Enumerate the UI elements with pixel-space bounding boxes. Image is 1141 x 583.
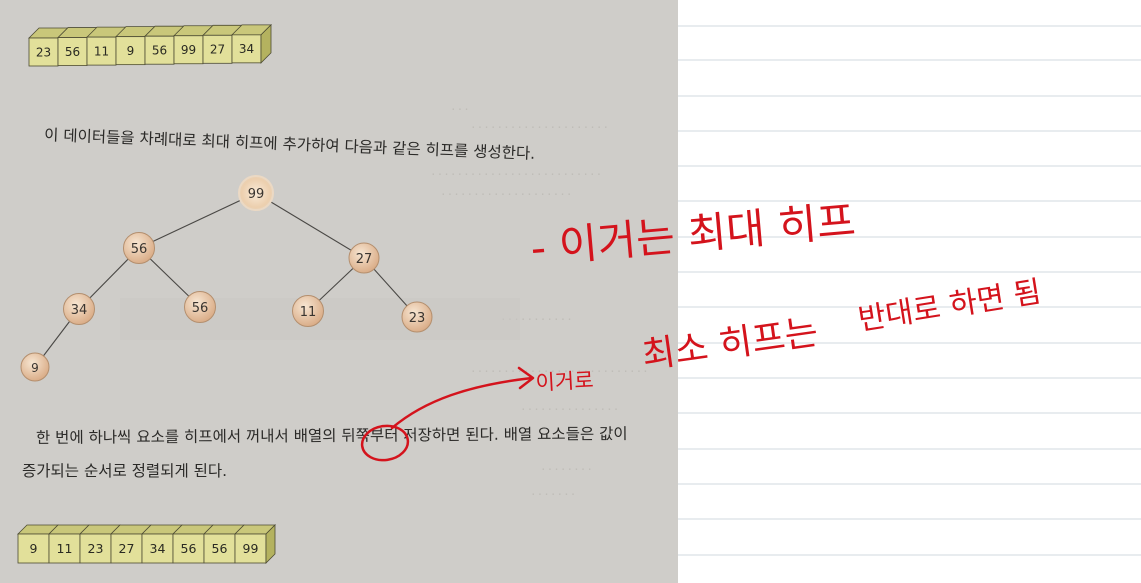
heap-node-l: 56 xyxy=(123,232,155,264)
svg-text:....................: .................... xyxy=(440,185,572,198)
heap-node-ll: 34 xyxy=(63,293,95,325)
paragraph-2-line-1: 한 번에 하나씩 요소를 히프에서 꺼내서 배열의 뒤쪽부터 저장하면 된다. … xyxy=(36,425,628,447)
heap-node-lr: 56 xyxy=(184,291,216,323)
bottom-array: 9 11 23 27 34 56 56 99 xyxy=(17,524,276,564)
top-array-cell: 56 xyxy=(144,25,185,65)
top-array: 23 56 11 9 56 99 27 34 xyxy=(28,23,272,67)
top-array-value: 56 xyxy=(65,45,80,59)
bottom-array-value: 34 xyxy=(150,541,166,556)
heap-node-lll-label: 9 xyxy=(31,361,39,375)
top-array-value: 56 xyxy=(152,44,167,58)
svg-text:.....................: ..................... xyxy=(470,118,609,131)
top-array-cell: 9 xyxy=(115,26,156,66)
book-photo: ... ..................... ..............… xyxy=(0,0,678,583)
box-front-face xyxy=(115,36,146,66)
bottom-array-cell: 56 xyxy=(172,524,214,564)
heap-node-rr: 23 xyxy=(401,301,433,333)
heap-node-rl-label: 11 xyxy=(300,305,317,320)
heap-node-root-label: 99 xyxy=(248,187,265,202)
box-front-face xyxy=(172,533,205,564)
circle-mark xyxy=(360,424,410,462)
svg-text:..........................: .......................... xyxy=(430,165,602,178)
top-array-value: 34 xyxy=(239,42,254,56)
heap-node-rl: 11 xyxy=(292,295,324,327)
top-array-value: 23 xyxy=(36,45,51,59)
arrow-line xyxy=(390,376,534,430)
top-array-cell: 11 xyxy=(86,26,127,66)
box-front-face xyxy=(48,533,81,564)
bottom-array-cell: 9 xyxy=(17,524,59,564)
top-array-cell: 27 xyxy=(202,24,243,64)
box-front-face xyxy=(141,533,174,564)
bottom-array-cell: 99 xyxy=(234,524,276,564)
box-side-face xyxy=(265,524,276,564)
box-front-face xyxy=(231,34,262,64)
top-array-value: 11 xyxy=(94,44,109,58)
box-front-face xyxy=(202,34,233,64)
notebook-page xyxy=(676,0,1141,583)
heap-node-root: 99 xyxy=(238,175,274,211)
bottom-array-value: 27 xyxy=(119,541,135,556)
box-front-face xyxy=(57,37,88,66)
bottom-array-value: 56 xyxy=(181,541,197,556)
heap-node-lll: 9 xyxy=(20,352,50,382)
svg-text:...: ... xyxy=(450,100,470,113)
box-side-face xyxy=(260,23,272,64)
heap-tree: 99 56 27 34 56 11 23 9 xyxy=(20,175,433,382)
top-array-value: 9 xyxy=(127,44,135,58)
box-front-face xyxy=(79,533,112,564)
arrow-head xyxy=(517,366,535,390)
heap-node-r-label: 27 xyxy=(356,252,373,267)
bottom-array-value: 23 xyxy=(88,541,104,556)
box-front-face xyxy=(144,35,175,65)
box-front-face xyxy=(28,37,59,67)
bottom-array-value: 9 xyxy=(30,541,38,556)
svg-text:........: ........ xyxy=(540,460,593,473)
heap-node-r: 27 xyxy=(348,242,380,274)
heap-node-ll-label: 34 xyxy=(71,303,88,318)
heap-node-l-label: 56 xyxy=(131,242,148,257)
top-array-value: 99 xyxy=(181,43,196,57)
bottom-array-value: 56 xyxy=(212,541,228,556)
box-front-face xyxy=(173,35,204,65)
heap-node-lr-label: 56 xyxy=(192,301,209,316)
box-front-face xyxy=(17,533,50,564)
heap-node-rr-label: 23 xyxy=(409,311,426,326)
bottom-array-cell: 11 xyxy=(48,524,90,564)
bottom-array-value: 11 xyxy=(57,541,73,556)
top-array-value: 27 xyxy=(210,43,225,57)
paragraph-2-line-2: 증가되는 순서로 정렬되게 된다. xyxy=(22,462,227,480)
bottom-array-value: 99 xyxy=(243,541,259,556)
bottom-array-cell: 23 xyxy=(79,524,121,564)
bottom-array-cell: 56 xyxy=(203,524,245,564)
svg-text:...............: ............... xyxy=(520,400,619,413)
arrow-label: 이거로 xyxy=(535,368,594,395)
svg-text:...........................: ........................... xyxy=(470,362,649,375)
svg-text:.......: ....... xyxy=(530,485,576,498)
box-front-face xyxy=(86,36,117,66)
top-array-cell: 34 xyxy=(231,24,272,64)
top-array-cell: 56 xyxy=(57,27,98,66)
